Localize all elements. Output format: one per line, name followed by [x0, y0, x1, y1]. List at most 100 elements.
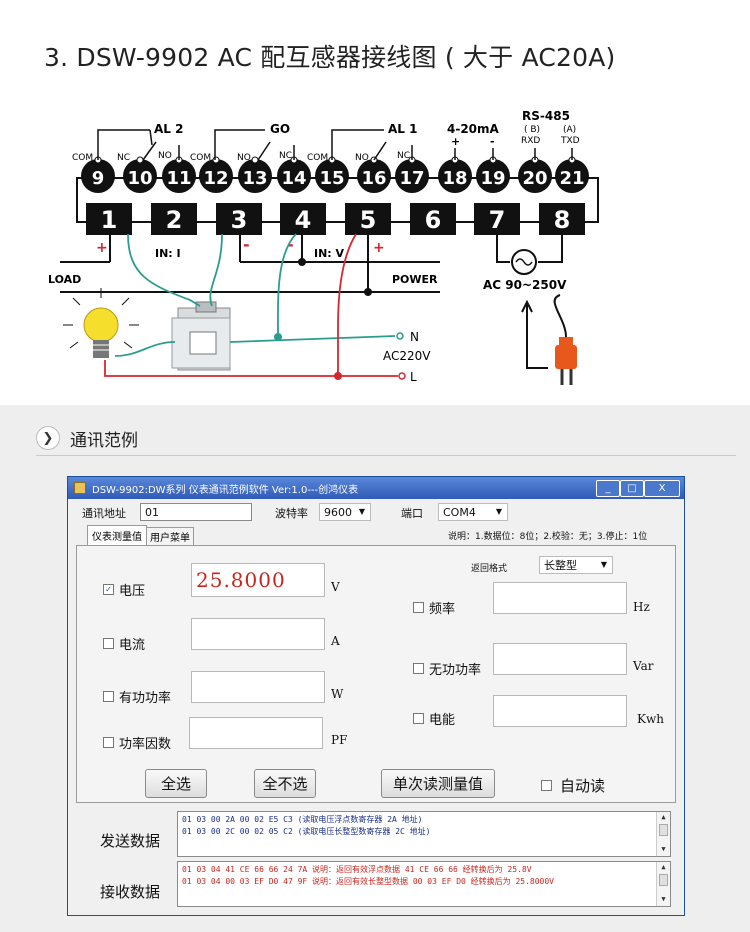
energy-value: [493, 695, 627, 727]
ac-supply-label: AC 90~250V: [483, 278, 567, 292]
top-terminal: [238, 159, 272, 193]
current-loop-label: 4-20mA: [447, 122, 500, 136]
current-unit: A: [331, 634, 340, 648]
port-label: 端口: [401, 507, 423, 520]
port-select[interactable]: COM4 ▼: [438, 503, 508, 521]
bottom-terminal-number: 6: [425, 206, 442, 234]
checkbox-auto-read[interactable]: 自动读: [541, 775, 605, 796]
checkbox-energy[interactable]: 电能: [413, 709, 455, 728]
format-value: 长整型: [544, 559, 577, 572]
top-terminal-number: 15: [319, 168, 344, 189]
bottom-terminal-number: 8: [554, 206, 571, 234]
active-power-unit: W: [331, 687, 344, 701]
power-label: POWER: [392, 273, 438, 286]
send-scrollbar[interactable]: ▲▼: [656, 812, 670, 856]
minimize-button[interactable]: _: [596, 480, 620, 497]
bottom-terminal-number: 1: [101, 206, 118, 234]
checkbox-active-power[interactable]: 有功功率: [103, 687, 171, 706]
power-factor-unit: PF: [331, 733, 348, 747]
checkbox-reactive-power[interactable]: 无功功率: [413, 659, 481, 678]
format-select[interactable]: 长整型 ▼: [539, 556, 613, 574]
comm-note: 说明：1.数据位：8位；2.校验：无；3.停止：1位: [448, 532, 648, 542]
bottom-terminal: [474, 203, 520, 235]
bottom-terminal: [151, 203, 197, 235]
bottom-terminal-number: 7: [489, 206, 506, 234]
voltage-unit: V: [331, 580, 340, 594]
top-terminal: [199, 159, 233, 193]
power-plug-icon: [553, 294, 577, 385]
power-factor-value: [189, 717, 323, 749]
top-terminal-number: 9: [92, 168, 105, 189]
tab-user-menu[interactable]: 用户菜单: [146, 527, 194, 545]
section-title: 通讯范例: [70, 430, 138, 451]
top-terminal-number: 13: [242, 168, 267, 189]
top-terminal-number: 16: [361, 168, 386, 189]
svg-text:-: -: [490, 135, 495, 148]
svg-text:NO: NO: [355, 153, 369, 163]
svg-text:+: +: [373, 240, 385, 256]
bottom-terminal: [539, 203, 585, 235]
checkbox-frequency[interactable]: 频率: [413, 598, 455, 617]
baud-select[interactable]: 9600 ▼: [319, 503, 371, 521]
recv-label: 接收数据: [100, 883, 161, 901]
chevron-down-icon: ▼: [495, 507, 502, 516]
active-power-value: [191, 671, 325, 703]
recv-scrollbar[interactable]: ▲▼: [656, 862, 670, 906]
frequency-value: [493, 582, 627, 614]
top-terminal: [438, 159, 472, 193]
energy-unit: Kwh: [637, 712, 664, 726]
recv-data-textarea[interactable]: 01 03 04 41 CE 66 66 24 7A 说明：返回有效浮点数据 4…: [177, 861, 671, 907]
relay-al2-label: AL 2: [154, 122, 183, 136]
tab-measurements[interactable]: 仪表测量值: [87, 525, 147, 545]
bottom-terminal-number: 2: [166, 206, 183, 234]
addr-label: 通讯地址: [82, 507, 126, 520]
send-line: 01 03 00 2A 00 02 E5 C3 (读取电压浮点数寄存器 2A 地…: [182, 815, 423, 824]
app-icon: [74, 482, 86, 494]
current-transformer-icon: [171, 301, 231, 371]
page-title: 3. DSW-9902 AC 配互感器接线图 ( 大于 AC20A): [44, 43, 616, 72]
baud-value: 9600: [324, 505, 352, 519]
checkbox-voltage[interactable]: ✓电压: [103, 580, 145, 599]
send-data-textarea[interactable]: 01 03 00 2A 00 02 E5 C3 (读取电压浮点数寄存器 2A 地…: [177, 811, 671, 857]
svg-text:( B): ( B): [524, 125, 540, 135]
checkbox-current[interactable]: 电流: [103, 634, 145, 653]
app-window: DSW-9902:DW系列 仪表通讯范例软件 Ver:1.0---创鸿仪表 _ …: [67, 476, 685, 916]
section-divider: [36, 455, 736, 456]
svg-text:TXD: TXD: [560, 136, 580, 146]
relay-go-label: GO: [270, 122, 290, 136]
close-button[interactable]: X: [644, 480, 680, 497]
maximize-button[interactable]: □: [620, 480, 644, 497]
svg-text:COM: COM: [307, 153, 328, 163]
svg-text:NC: NC: [397, 151, 410, 161]
select-all-button[interactable]: 全选: [145, 769, 207, 798]
line-label: L: [410, 370, 417, 384]
frequency-unit: Hz: [633, 600, 650, 614]
top-terminal: [123, 159, 157, 193]
svg-text:COM: COM: [190, 153, 211, 163]
svg-text:NO: NO: [237, 153, 251, 163]
reactive-power-value: [493, 643, 627, 675]
top-terminal-number: 17: [399, 168, 424, 189]
addr-input[interactable]: 01: [140, 503, 252, 521]
title-bar[interactable]: DSW-9902:DW系列 仪表通讯范例软件 Ver:1.0---创鸿仪表 _ …: [68, 477, 684, 499]
single-read-button[interactable]: 单次读测量值: [381, 769, 495, 798]
top-terminal: [162, 159, 196, 193]
svg-text:NO: NO: [158, 151, 172, 161]
relay-al1-label: AL 1: [388, 122, 417, 136]
deselect-all-button[interactable]: 全不选: [254, 769, 316, 798]
checkbox-power-factor[interactable]: 功率因数: [103, 733, 171, 752]
svg-text:(A): (A): [563, 125, 576, 135]
send-label: 发送数据: [100, 832, 161, 850]
bottom-terminal: [280, 203, 326, 235]
top-terminal: [555, 159, 589, 193]
bottom-terminal-number: 4: [295, 206, 312, 234]
svg-text:-: -: [243, 235, 250, 254]
top-terminal: [518, 159, 552, 193]
neutral-label: N: [410, 330, 419, 344]
svg-text:-: -: [287, 235, 294, 254]
port-value: COM4: [443, 505, 476, 519]
send-line: 01 03 00 2C 00 02 05 C2 (读取电压长整型数寄存器 2C …: [182, 827, 431, 836]
